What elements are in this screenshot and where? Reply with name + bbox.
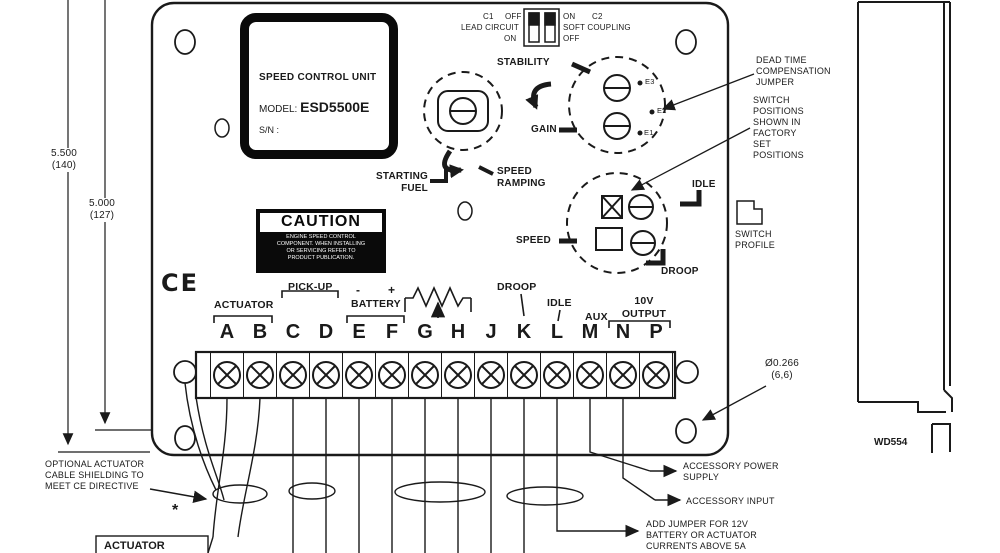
starting-fuel-ticks (430, 165, 494, 183)
battery-minus-label: - (356, 283, 361, 297)
terminal-letter: A (219, 321, 235, 343)
gain-label: GAIN (531, 124, 557, 135)
idle-label: IDLE (692, 179, 716, 190)
switch-positions-callout: SWITCH POSITIONS SHOWN IN FACTORY SET PO… (753, 95, 804, 160)
dimension-5000: 5.000 (127) (74, 198, 130, 223)
starting-fuel-pot (423, 71, 503, 151)
terminal-letter: B (252, 321, 268, 343)
caution-title: CAUTION (260, 213, 382, 232)
e2-dot (649, 109, 655, 115)
c1-name-label: LEAD CIRCUIT (461, 23, 519, 32)
terminal-letter: C (285, 321, 301, 343)
switch-profile-callout: SWITCH PROFILE (735, 229, 775, 250)
droop-group-label: DROOP (497, 281, 537, 293)
panel-outline (150, 1, 730, 457)
terminal-screws (213, 361, 670, 389)
terminal-strip (194, 350, 677, 400)
c2-name-label: SOFT COUPLING (563, 23, 631, 32)
accessory-power-callout: ACCESSORY POWER SUPPLY (683, 461, 779, 482)
terminal-dividers (210, 353, 673, 397)
terminal-letter: L (550, 321, 564, 343)
battery-group-label: BATTERY (351, 298, 401, 310)
side-view (857, 1, 953, 453)
drawing-number: WD554 (874, 437, 908, 448)
pickup-group-label: PICK-UP (288, 281, 333, 293)
switch-profile-icon (736, 200, 763, 225)
output-group-label: 10V OUTPUT (621, 295, 667, 320)
model-value: ESD5500E (300, 99, 370, 115)
starting-fuel-label: STARTING FUEL (376, 171, 428, 195)
speed-pot (566, 172, 668, 274)
e2-label: E2 (657, 106, 667, 115)
c1-on-label: ON (504, 34, 517, 43)
idle-group-label: IDLE (547, 297, 572, 309)
add-jumper-note: ADD JUMPER FOR 12V BATTERY OR ACTUATOR C… (646, 519, 757, 551)
terminal-letter-row: A B C D E F G H J K L M N P (213, 321, 670, 344)
e1-dot (637, 130, 643, 136)
e3-dot (637, 80, 643, 86)
caution-body: ENGINE SPEED CONTROL COMPONENT. WHEN INS… (276, 234, 366, 262)
dead-time-callout: DEAD TIME COMPENSATION JUMPER (756, 55, 831, 87)
caution-box: CAUTION ENGINE SPEED CONTROL COMPONENT. … (256, 209, 386, 273)
ce-mark: CE (161, 269, 200, 297)
droop-label: DROOP (661, 266, 699, 277)
e3-label: E3 (645, 77, 655, 86)
hole-dimension: Ø0.266 (6,6) (764, 358, 799, 382)
asterisk-marker: * (172, 502, 179, 519)
terminal-letter: D (318, 321, 334, 343)
speed-ramping-label: SPEED RAMPING (497, 166, 546, 190)
terminal-letter: K (516, 321, 532, 343)
terminal-letter: N (615, 321, 631, 343)
stability-label: STABILITY (497, 57, 550, 68)
c1-label: C1 (483, 12, 494, 21)
ramping-arrow-icon (525, 81, 552, 110)
speed-label: SPEED (516, 235, 551, 246)
nameplate-title: SPEED CONTROL UNIT (259, 72, 377, 83)
terminal-letter: H (450, 321, 466, 343)
nameplate-model: MODEL: ESD5500E (259, 99, 369, 115)
c2-off-label: OFF (563, 34, 580, 43)
callout-arrows (630, 73, 767, 421)
accessory-input-callout: ACCESSORY INPUT (686, 496, 775, 506)
terminal-letter: F (385, 321, 399, 343)
terminal-brackets (213, 286, 671, 328)
nameplate-serial: S/N : (259, 125, 280, 135)
label-ticks (559, 61, 702, 266)
terminal-letter: M (581, 321, 599, 343)
e1-label: E1 (644, 128, 654, 137)
terminal-letter: E (352, 321, 366, 343)
dimension-lines (58, 0, 152, 453)
model-label: MODEL: (259, 104, 298, 115)
actuator-group-label: ACTUATOR (214, 299, 274, 311)
wiring (95, 382, 682, 553)
c2-on-label: ON (563, 12, 576, 21)
shielding-note: OPTIONAL ACTUATOR CABLE SHIELDING TO MEE… (45, 459, 145, 491)
actuator-box-label: ACTUATOR (104, 540, 165, 552)
dimension-5500: 5.500 (140) (36, 148, 92, 173)
terminal-letter: G (417, 321, 433, 343)
c1-off-label: OFF (505, 12, 522, 21)
terminal-letter: J (485, 321, 497, 343)
battery-plus-label: + (388, 283, 396, 297)
terminal-letter: P (649, 321, 663, 343)
dip-switch-icon (523, 8, 560, 47)
nameplate: SPEED CONTROL UNIT MODEL: ESD5500E S/N : (240, 13, 398, 159)
c2-label: C2 (592, 12, 603, 21)
aux-group-label: AUX (585, 311, 608, 323)
ramping-arrow2-icon (442, 149, 464, 179)
